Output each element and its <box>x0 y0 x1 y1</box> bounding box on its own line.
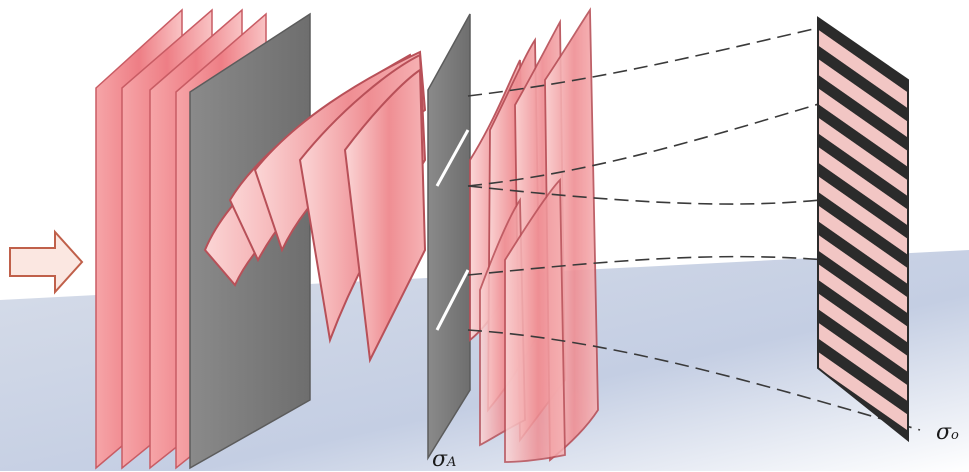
interference-screen <box>818 18 908 440</box>
slit-plane-symbol: σ <box>432 447 447 472</box>
screen-plane-label: σo <box>936 420 959 445</box>
screen-plane-symbol: σ <box>936 420 951 445</box>
screen-plane-subscript: o <box>951 428 959 443</box>
slit-plane-subscript: A <box>447 455 456 470</box>
diffracted-wavefronts <box>470 10 598 462</box>
right-arrow-icon <box>10 232 82 292</box>
slit-plane-label: σA <box>432 447 456 472</box>
double-slit-plate <box>428 14 470 458</box>
